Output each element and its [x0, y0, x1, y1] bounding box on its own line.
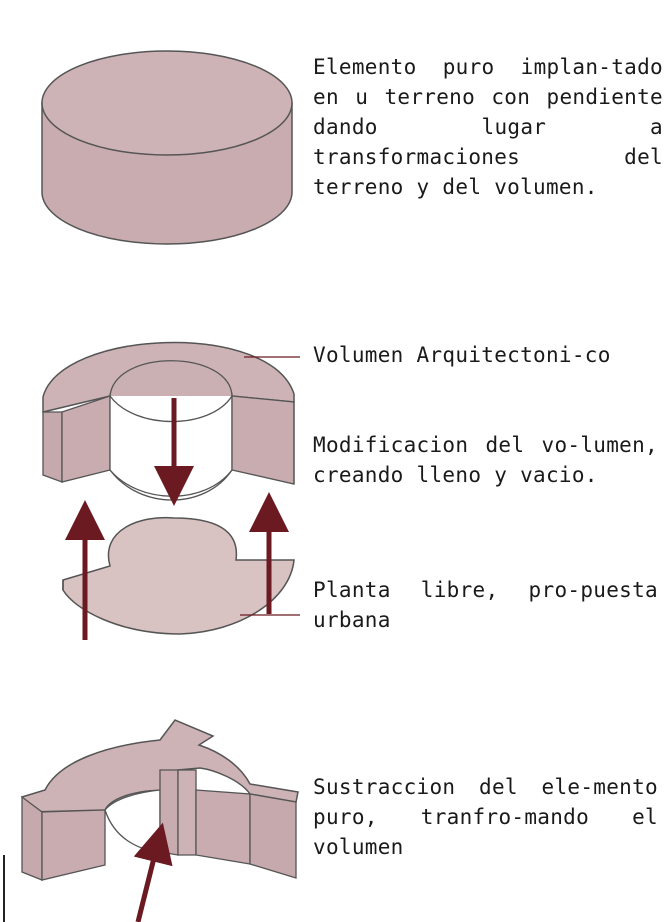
caption-planta: Planta libre, pro-puesta urbana — [313, 578, 658, 632]
caption-volumen: Volumen Arquitectoni-co — [313, 343, 611, 367]
subtracted-volume — [20, 719, 299, 881]
diagonal-arrow — [133, 822, 173, 922]
caption-modificacion: Modificacion del vo-lumen, creando lleno… — [313, 433, 658, 487]
ring-volume — [42, 341, 295, 501]
caption-pure-element: Elemento puro implan-tado en u terreno c… — [313, 55, 663, 199]
plan-slab — [62, 516, 295, 635]
caption-sustraccion: Sustraccion del ele-mento puro, tranfro-… — [313, 775, 658, 859]
pure-cylinder — [41, 50, 293, 245]
